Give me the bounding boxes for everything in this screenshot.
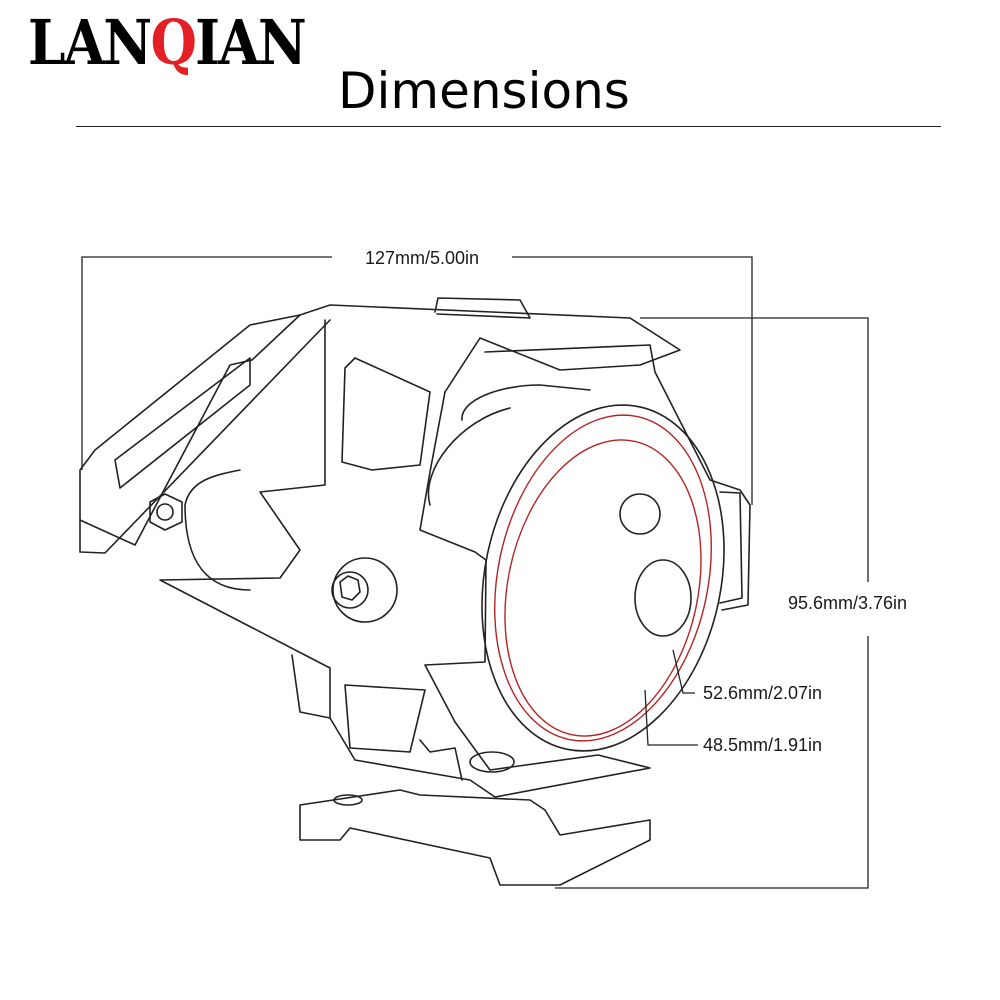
width-dim-right <box>512 256 753 505</box>
title-divider <box>76 126 941 127</box>
brand-name-part1: LAN <box>28 6 152 79</box>
height-dim-bottom <box>555 636 869 889</box>
bolt-hex-socket <box>339 575 361 601</box>
width-dim-left <box>81 256 332 470</box>
clamp-hole <box>333 794 363 806</box>
rear-body <box>184 469 251 591</box>
bracket-window <box>341 357 431 471</box>
width-dimension-label: 127mm/5.00in <box>365 248 479 268</box>
lens-housing-top <box>484 344 751 611</box>
mounting-clamp <box>299 789 651 886</box>
inner-ring-dimension-label: 48.5mm/1.91in <box>703 735 822 755</box>
height-dimension-label: 95.6mm/3.76in <box>788 593 907 613</box>
lens-rings <box>494 414 712 742</box>
brand-name-highlight: Q <box>150 6 196 79</box>
bracket-lower-edge <box>291 654 331 719</box>
outer-ring-dimension-label: 52.6mm/2.07in <box>703 683 822 703</box>
left-wing-cutout <box>114 357 251 489</box>
lens-large-led <box>634 559 692 637</box>
outer-ring-leader <box>672 649 695 694</box>
side-nut <box>149 493 183 531</box>
lens-small-led <box>619 493 661 535</box>
lower-bolt-head <box>469 751 515 773</box>
height-dim-top <box>640 317 869 582</box>
inner-ring-leader <box>644 689 698 746</box>
brand-name-part2: IAN <box>195 6 307 79</box>
left-wing-edge <box>79 319 331 554</box>
bracket-lower-window <box>344 684 426 753</box>
lower-bolt-stem <box>419 739 463 781</box>
dimension-lines <box>81 256 869 889</box>
brand-logo: LANQIAN <box>28 8 350 78</box>
bolt-outer <box>332 557 398 623</box>
lens-barrel <box>461 384 591 421</box>
side-nut-hole <box>156 503 174 521</box>
top-plate <box>299 304 681 393</box>
page-title: Dimensions <box>338 62 630 120</box>
front-bezel <box>481 404 725 752</box>
left-wing <box>79 314 301 546</box>
top-slot <box>434 297 531 319</box>
light-drawing <box>79 297 751 886</box>
lens-barrel-lower <box>427 407 511 506</box>
bolt-inner <box>331 571 369 609</box>
brand-logo-text: LANQIAN <box>28 6 307 79</box>
lens-side-tab <box>719 491 743 604</box>
inner-ring <box>504 439 702 737</box>
outer-ring <box>494 414 712 742</box>
bracket-plate <box>159 319 651 798</box>
